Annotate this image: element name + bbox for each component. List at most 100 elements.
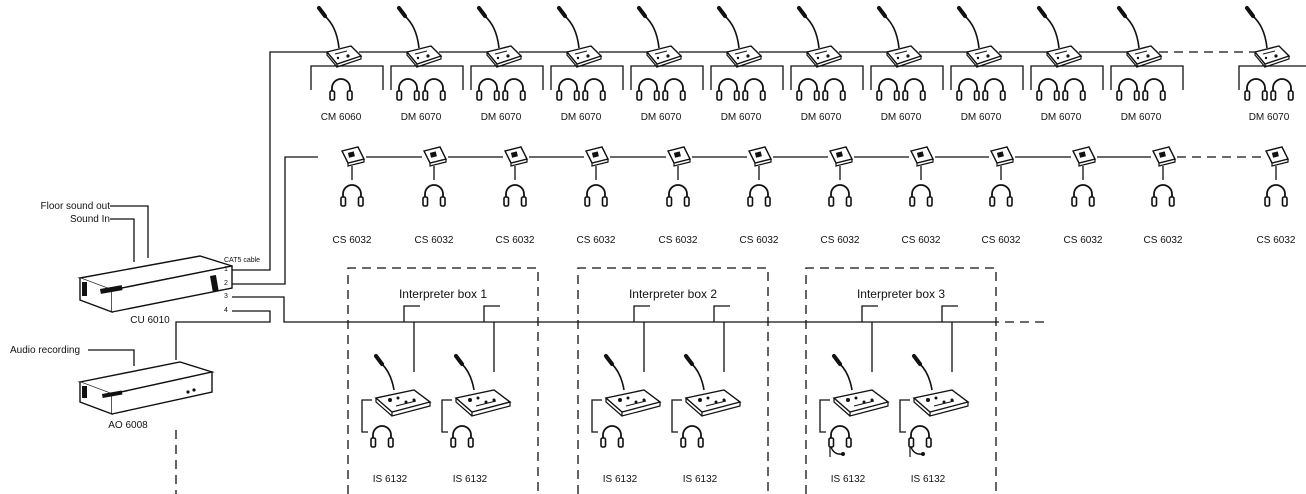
- row1-unit: DM 6070: [1110, 6, 1184, 123]
- cs-panel-icon: [585, 146, 609, 167]
- headphone-icon: [666, 184, 690, 207]
- row2-unit: CS 6032: [1144, 146, 1183, 246]
- headphone-bracket: [361, 399, 372, 433]
- station-link: [941, 305, 958, 322]
- headphone-icon: [1062, 78, 1086, 101]
- headphone-icon: [476, 78, 500, 101]
- headphone-bracket: [1238, 65, 1306, 90]
- row1-unit: DM 6070: [470, 6, 544, 123]
- port-4-cable: [175, 310, 271, 360]
- delegate-unit-icon: [557, 6, 603, 69]
- row2-unit: CS 6032: [902, 146, 941, 246]
- row1-unit-label: DM 6070: [401, 112, 442, 123]
- headphone-bracket: [950, 65, 1024, 90]
- interpreter-box-border: [805, 267, 997, 494]
- interpreter-box-title: Interpreter box 2: [629, 287, 717, 301]
- headphone-icon: [1071, 184, 1095, 207]
- cs-panel-icon: [1152, 146, 1176, 167]
- interpreter-box-title: Interpreter box 1: [399, 287, 487, 301]
- headphone-icon: [600, 425, 624, 448]
- station-link: [403, 305, 420, 322]
- station-link: [483, 305, 500, 322]
- row2-unit: CS 6032: [982, 146, 1021, 246]
- interpreter-unit-label: IS 6132: [373, 474, 408, 485]
- headphone-icon: [796, 78, 820, 101]
- audio-recording-label: Audio recording: [10, 345, 80, 356]
- row1-unit: DM 6070: [790, 6, 864, 123]
- interpreter-box: Interpreter box 1 IS 6132 IS 6132: [347, 267, 539, 494]
- headphone-icon: [909, 184, 933, 207]
- headphone-bracket: [671, 399, 682, 433]
- floor-sound-out-label: Floor sound out: [41, 201, 111, 212]
- cs-panel-icon: [1265, 146, 1289, 167]
- headphone-icon: [822, 78, 846, 101]
- headphone-bracket: [591, 399, 602, 433]
- cs-panel-icon: [423, 146, 447, 167]
- delegate-row: CM 6060 DM 6070 DM 6070 DM 6070 DM 6070 DM 60…: [310, 6, 1306, 123]
- headphone-bracket: [390, 65, 464, 90]
- row2-unit: CS 6032: [577, 146, 616, 246]
- interpreter-unit-label: IS 6132: [453, 474, 488, 485]
- headphone-bracket: [630, 65, 704, 90]
- cs-panel-icon: [990, 146, 1014, 167]
- headphone-bracket: [441, 399, 452, 433]
- headphone-icon: [828, 184, 852, 207]
- row2-unit: CS 6032: [1064, 146, 1103, 246]
- headphone-icon: [902, 78, 926, 101]
- port-1-label: 1: [224, 266, 228, 273]
- station-link: [633, 305, 650, 322]
- row1-unit: CM 6060: [310, 6, 384, 123]
- headphone-icon: [662, 78, 686, 101]
- headphone-icon: [1264, 184, 1288, 207]
- row1-unit-label: DM 6070: [1249, 112, 1290, 123]
- headphone-icon: [370, 425, 394, 448]
- headphone-icon: [582, 78, 606, 101]
- station-link: [713, 305, 730, 322]
- headphone-bracket: [550, 65, 624, 90]
- headset-icon: [908, 425, 932, 458]
- interpreter-box: Interpreter box 2 IS 6132 IS 6132: [577, 267, 769, 494]
- headphone-bracket: [899, 399, 910, 433]
- interpreter-station: IS 6132: [361, 305, 432, 485]
- headphone-icon: [1036, 78, 1060, 101]
- interpreter-desk-icon: [912, 354, 970, 418]
- row1-unit: DM 6070: [390, 6, 464, 123]
- row1-unit-label: DM 6070: [1041, 112, 1082, 123]
- delegate-unit-icon: [477, 6, 523, 69]
- headphone-icon: [422, 78, 446, 101]
- headphone-bracket: [819, 399, 830, 433]
- headphone-icon: [680, 425, 704, 448]
- headphone-icon: [502, 78, 526, 101]
- interpreter-unit-label: IS 6132: [911, 474, 946, 485]
- interpreter-desk-icon: [684, 354, 742, 418]
- row2-unit-label: CS 6032: [415, 235, 454, 246]
- interpreter-unit-label: IS 6132: [831, 474, 866, 485]
- row1-unit-label: DM 6070: [801, 112, 842, 123]
- row1-unit-label: DM 6070: [481, 112, 522, 123]
- row1-unit-label: DM 6070: [961, 112, 1002, 123]
- row2-unit-label: CS 6032: [577, 235, 616, 246]
- row1-unit: DM 6070: [1238, 6, 1306, 123]
- interpreter-unit-label: IS 6132: [683, 474, 718, 485]
- headphone-bracket: [1110, 65, 1184, 90]
- port-4-label: 4: [224, 307, 228, 314]
- cs-panel-icon: [341, 146, 365, 167]
- row1-unit: DM 6070: [950, 6, 1024, 123]
- headphone-icon: [1151, 184, 1175, 207]
- port-2-label: 2: [224, 280, 228, 287]
- delegate-unit-icon: [797, 6, 843, 69]
- cs-panel-icon: [1072, 146, 1096, 167]
- floor-sound-out-line: [110, 205, 149, 258]
- cu-6010-label: CU 6010: [130, 315, 170, 326]
- row2-unit-label: CS 6032: [659, 235, 698, 246]
- row1-unit: DM 6070: [550, 6, 624, 123]
- interpreter-station: IS 6132: [819, 305, 890, 485]
- row2-unit: CS 6032: [333, 146, 372, 246]
- row2-unit-label: CS 6032: [1257, 235, 1296, 246]
- interpreter-station: IS 6132: [591, 305, 662, 485]
- headphone-bracket: [1030, 65, 1104, 90]
- row2-unit: CS 6032: [821, 146, 860, 246]
- interpreter-station: IS 6132: [899, 305, 970, 485]
- row1-unit: DM 6070: [870, 6, 944, 123]
- headphone-icon: [422, 184, 446, 207]
